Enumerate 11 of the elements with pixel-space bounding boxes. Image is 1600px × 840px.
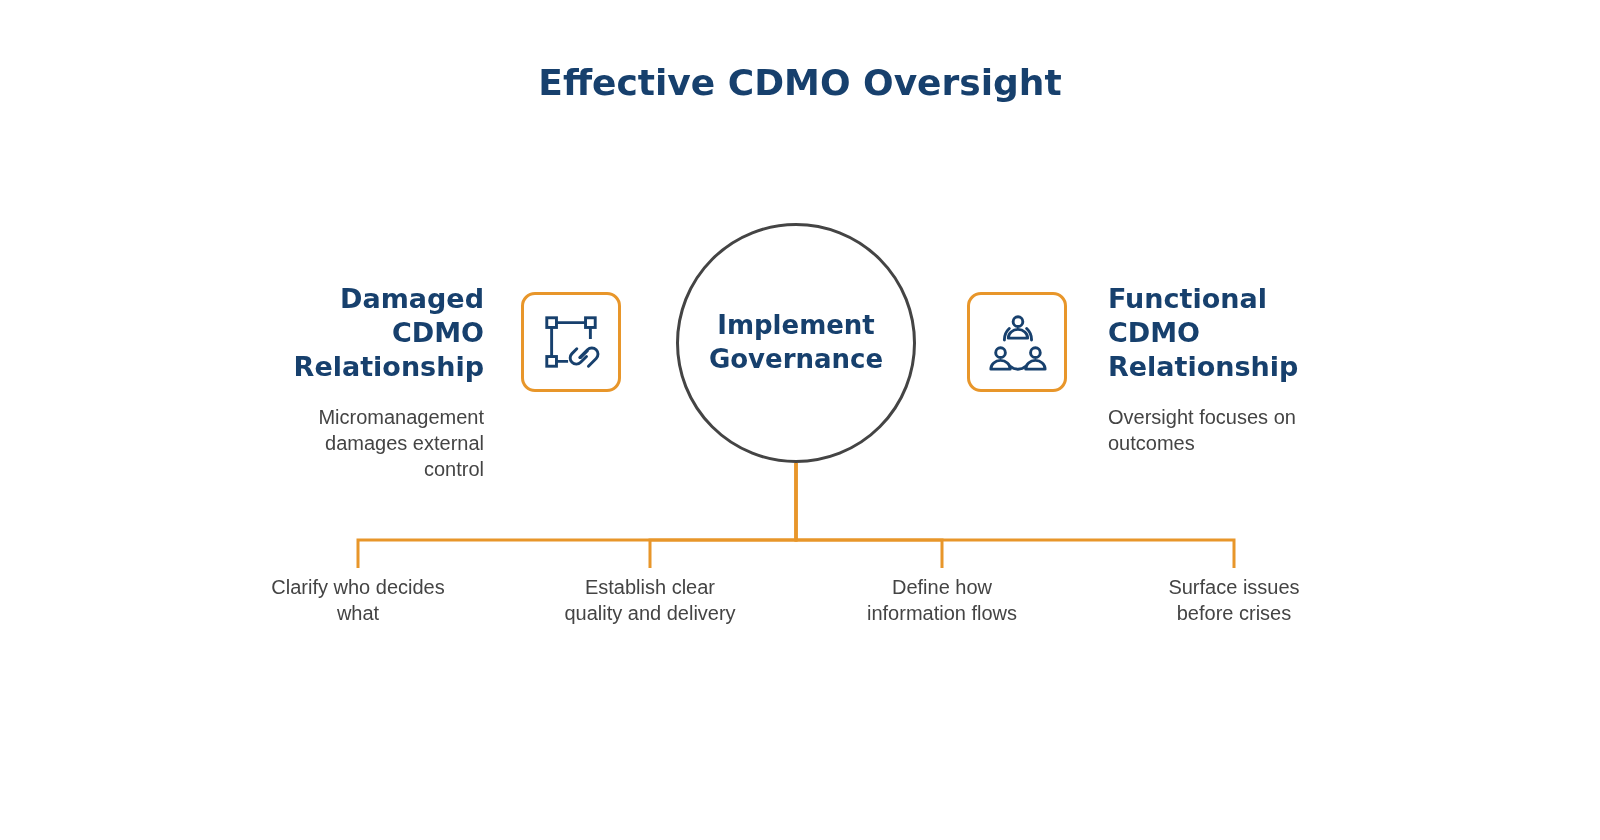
branch-label: Surface issues before crises — [1167, 575, 1301, 626]
branch-label: Clarify who decides what — [270, 575, 446, 626]
description: Oversight focuses on outcomes — [1108, 405, 1297, 456]
connector-line — [794, 463, 1236, 568]
title: Effective CDMO Oversight — [537, 62, 1063, 103]
heading: Damaged CDMO Relationship — [292, 282, 484, 384]
governance-circle: Implement Governance — [676, 223, 916, 463]
description: Micromanagement damages external control — [317, 405, 484, 482]
branch-label: Define how information flows — [865, 575, 1019, 626]
branch-label: Establish clear quality and delivery — [563, 575, 737, 626]
heading: Functional CDMO Relationship — [1108, 282, 1300, 384]
